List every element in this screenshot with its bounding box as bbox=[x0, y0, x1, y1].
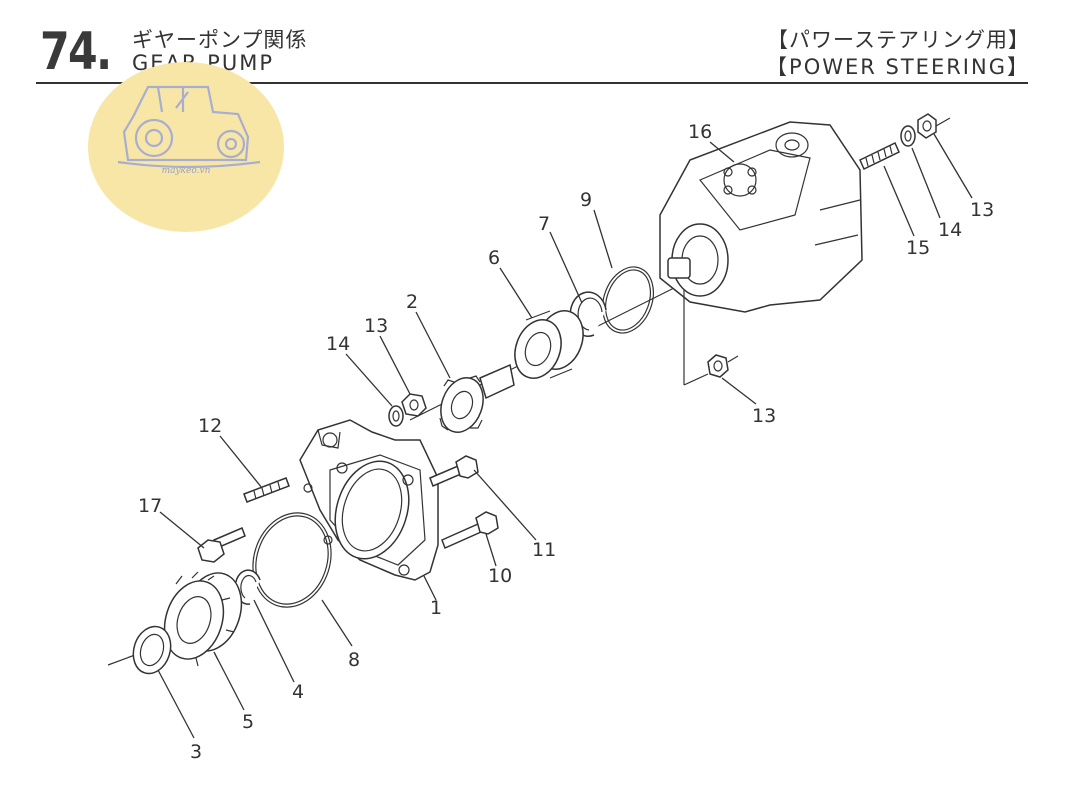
tractor-logo-watermark: maykeo.vn bbox=[88, 62, 284, 232]
leader-lines bbox=[157, 133, 973, 739]
subsection-title-jp: 【パワーステアリング用】 bbox=[767, 28, 1030, 52]
callout-14-top: 14 bbox=[938, 219, 962, 241]
callout-10: 10 bbox=[488, 565, 512, 587]
section-number: 74. bbox=[40, 22, 112, 82]
callout-8: 8 bbox=[348, 649, 360, 671]
callout-12: 12 bbox=[198, 415, 222, 437]
subsection-title-en: 【POWER STEERING】 bbox=[766, 55, 1030, 79]
callout-17: 17 bbox=[138, 495, 162, 517]
callout-6: 6 bbox=[488, 247, 500, 269]
bearing-6 bbox=[514, 310, 584, 379]
o-ring-8 bbox=[252, 512, 332, 608]
callout-9: 9 bbox=[580, 189, 592, 211]
callout-13-top: 13 bbox=[970, 199, 994, 221]
callout-labels: 16 13 14 15 9 7 6 2 13 14 13 12 17 11 10… bbox=[138, 121, 994, 763]
nut-13-middle bbox=[683, 290, 739, 386]
callout-13-middle: 13 bbox=[752, 405, 776, 427]
callout-3: 3 bbox=[190, 741, 202, 763]
tractor-icon bbox=[117, 85, 261, 169]
section-title-jp: ギヤーポンプ関係 bbox=[132, 28, 308, 52]
bolt-11 bbox=[429, 455, 479, 487]
watermark-text: maykeo.vn bbox=[161, 166, 211, 176]
callout-16: 16 bbox=[688, 121, 712, 143]
bolt-10 bbox=[441, 511, 499, 550]
pump-body bbox=[659, 121, 863, 313]
bolt-17 bbox=[197, 527, 246, 563]
callout-15: 15 bbox=[906, 237, 930, 259]
callout-4: 4 bbox=[292, 681, 304, 703]
nut-washer-left bbox=[388, 393, 427, 427]
callout-1: 1 bbox=[430, 597, 442, 619]
o-ring-9 bbox=[602, 266, 654, 334]
header-rule bbox=[36, 82, 1028, 84]
stud-12 bbox=[243, 477, 290, 503]
drive-gear-5 bbox=[163, 571, 243, 667]
gear-shaft-2 bbox=[439, 363, 515, 433]
callout-13-left: 13 bbox=[364, 315, 388, 337]
callout-11: 11 bbox=[532, 539, 556, 561]
callout-5: 5 bbox=[242, 711, 254, 733]
top-right-fasteners bbox=[859, 113, 951, 171]
oil-seal-3 bbox=[132, 625, 172, 675]
callout-2: 2 bbox=[406, 291, 418, 313]
callout-14-left: 14 bbox=[326, 333, 350, 355]
callout-7: 7 bbox=[538, 213, 550, 235]
gear-case-1 bbox=[299, 419, 439, 581]
